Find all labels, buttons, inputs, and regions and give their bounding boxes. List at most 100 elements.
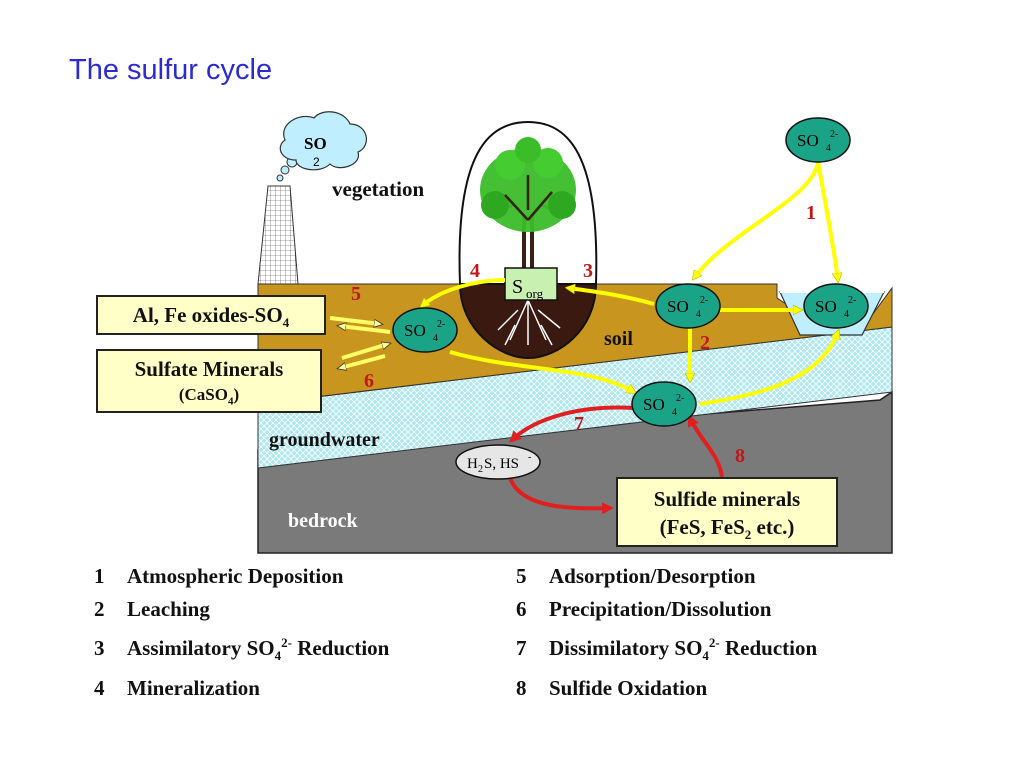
zone-groundwater: groundwater (269, 429, 380, 451)
legend-item-8: 8 Sulfide Oxidation (516, 672, 817, 705)
so4-groundwater-sup: 2- (676, 393, 684, 404)
sulfate-formula-main: (CaSO (178, 385, 228, 404)
arrow-dissimilatory-reduction (509, 405, 635, 443)
legend-item-6: 6 Precipitation/Dissolution (516, 593, 817, 626)
legend-right: 5 Adsorption/Desorption 6 Precipitation/Di… (516, 560, 817, 705)
sulfate-minerals-box: Sulfate Minerals (CaSO4) (96, 349, 322, 413)
yellow-arrows (422, 161, 838, 406)
al-fe-oxides-sub: 4 (282, 315, 290, 331)
so4-soil-center-sup: 2- (700, 295, 708, 306)
so4-soil-left-sub: 4 (433, 333, 438, 344)
legend-item-4: 4 Mineralization (94, 672, 389, 705)
al-fe-oxides-label: Al, Fe oxides-SO (132, 303, 283, 327)
legend-item-1: 1 Atmospheric Deposition (94, 560, 389, 593)
arrow-assimilation (568, 288, 655, 306)
process-number-3: 3 (583, 260, 593, 282)
legend-item-3: 3 Assimilatory SO42- Reduction (94, 626, 389, 672)
process-number-6: 6 (364, 370, 374, 392)
h2s-sup: - (528, 452, 531, 463)
red-arrows (508, 405, 724, 515)
h2s-hs-node: H 2 S, HS - (455, 444, 541, 480)
so4-atmosphere: SO 4 2- (785, 117, 851, 163)
legend-text: Mineralization (127, 676, 260, 701)
h2s-rest: S, HS (484, 456, 519, 472)
so4-soil-center: SO 4 2- (655, 283, 721, 329)
legend-text: Leaching (127, 597, 210, 621)
page-title: The sulfur cycle (69, 54, 273, 86)
so4-atmosphere-sup: 2- (830, 129, 838, 140)
legend-sub: 4 (702, 648, 709, 664)
sulfide-minerals-box: Sulfide minerals (FeS, FeS2 etc.) (616, 477, 838, 547)
so4-soil-left-label: SO (404, 321, 426, 340)
legend-item-2: 2 Leaching (94, 593, 389, 626)
so4-soil-center-label: SO (667, 297, 689, 316)
sulfide-formula-end: etc.) (751, 515, 795, 539)
legend-item-7: 7 Dissimilatory SO42- Reduction (516, 626, 817, 672)
process-number-8: 8 (735, 445, 745, 467)
arrow-deposition-to-pond (816, 161, 838, 280)
legend-num: 1 (94, 564, 105, 588)
so4-pond: SO 4 2- (803, 283, 869, 329)
sulfate-formula-end: ) (233, 385, 240, 404)
legend-sup: 2- (708, 635, 720, 650)
so4-groundwater-label: SO (643, 395, 665, 414)
legend-text-post: Reduction (719, 636, 818, 660)
so4-soil-center-sub: 4 (696, 309, 701, 320)
arrow-sulfide-oxidation (687, 414, 724, 479)
legend-text: Assimilatory SO (127, 636, 275, 660)
so4-groundwater-sub: 4 (672, 407, 677, 418)
legend-sub: 4 (274, 648, 282, 664)
sulfide-minerals-title: Sulfide minerals (653, 487, 801, 511)
legend-num: 3 (94, 636, 105, 660)
sulfate-minerals-formula: (CaSO4) (98, 382, 320, 414)
legend-text: Atmospheric Deposition (127, 564, 344, 588)
so4-pond-label: SO (815, 297, 837, 316)
so4-soil-left: SO 4 2- (392, 307, 458, 353)
legend-text: Precipitation/Dissolution (549, 597, 772, 621)
arrow-soil-to-groundwater (449, 350, 634, 392)
process-number-5: 5 (351, 283, 361, 305)
legend-num: 6 (516, 597, 527, 621)
process-number-1: 1 (806, 202, 816, 224)
so2-label: SO (304, 134, 327, 153)
legend-text: Dissimilatory SO (549, 636, 703, 660)
legend-text: Adsorption/Desorption (549, 564, 756, 588)
arrow-groundwater-to-pond (699, 332, 838, 406)
process-number-7: 7 (574, 413, 584, 435)
legend-text: Sulfide Oxidation (549, 676, 708, 701)
h2s-sub: 2 (478, 464, 483, 475)
zone-bedrock: bedrock (288, 510, 359, 532)
sulfide-minerals-formula: (FeS, FeS2 etc.) (618, 513, 836, 549)
legend-left: 1 Atmospheric Deposition 2 Leaching 3 Assim… (94, 560, 389, 705)
legend-num: 5 (516, 564, 527, 588)
exchange-arrows (329, 316, 390, 368)
sorg-label: S (512, 276, 523, 298)
legend-num: 7 (516, 636, 527, 660)
legend-num: 2 (94, 597, 105, 621)
arrow-deposition-to-soil (694, 161, 820, 278)
so4-groundwater: SO 4 2- (631, 381, 697, 427)
sulfate-formula-sub: 4 (227, 395, 234, 408)
legend-sup: 2- (281, 635, 292, 650)
legend-num: 8 (516, 676, 527, 701)
process-numbers: 1 2 3 4 5 6 7 8 (351, 202, 816, 467)
legend-item-5: 5 Adsorption/Desorption (516, 560, 817, 593)
legend-num: 4 (94, 676, 105, 701)
sulfide-formula-sub: 2 (744, 527, 752, 543)
arrow-mineralization (422, 278, 506, 306)
zone-vegetation: vegetation (332, 177, 424, 201)
so4-atmosphere-sub: 4 (826, 143, 831, 154)
h2s-h: H (467, 456, 478, 472)
sorg-subscript: org (526, 286, 544, 301)
sulfide-formula-main: (FeS, FeS (659, 515, 745, 539)
so4-pond-sub: 4 (844, 309, 849, 320)
zone-soil: soil (604, 328, 633, 350)
tree-enclosure (458, 120, 598, 360)
so4-atmosphere-label: SO (797, 131, 819, 150)
sorg-box (504, 267, 558, 301)
legend-text-post: Reduction (291, 636, 390, 660)
so4-pond-sup: 2- (848, 295, 856, 306)
so2-subscript: 2 (313, 155, 320, 169)
arrow-sulfide-precipitation (508, 477, 614, 515)
smokestack (257, 156, 299, 285)
